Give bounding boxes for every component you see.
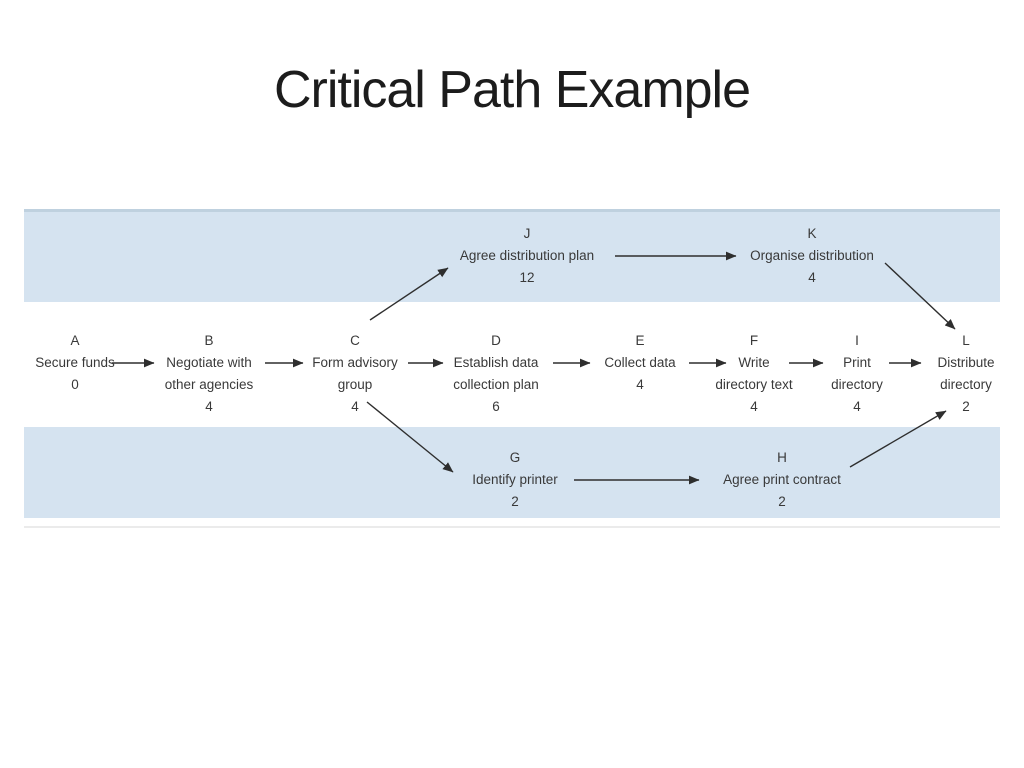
node-K-duration: 4 [808,270,816,285]
node-L-letter: L [962,333,970,348]
node-J: J Agree distribution plan 12 [460,223,594,289]
node-J-duration: 12 [519,270,535,285]
node-D-duration: 6 [492,399,500,414]
edge-C-to-J [369,267,449,321]
node-F: F Write directory text 4 [715,330,792,418]
diagram-bottom-edge [24,526,1000,528]
node-D: D Establish data collection plan 6 [453,330,539,418]
node-F-duration: 4 [750,399,758,414]
node-E-letter: E [635,333,645,348]
node-A-letter: A [70,333,80,348]
node-H-label-line-1: Agree print contract [723,472,841,487]
node-B-label-line-1: Negotiate with [166,355,252,370]
node-H-letter: H [777,450,787,465]
node-I-duration: 4 [853,399,861,414]
node-L-label-line-1: Distribute [937,355,995,370]
node-C: C Form advisory group 4 [312,330,398,418]
node-B-label-line-2: other agencies [164,377,254,392]
node-J-letter: J [523,226,531,241]
edge-C-to-G [366,401,454,473]
node-H-duration: 2 [778,494,786,509]
node-B: B Negotiate with other agencies 4 [165,330,254,418]
node-C-label-line-1: Form advisory [312,355,398,370]
node-J-label-line-1: Agree distribution plan [459,248,595,263]
diagram-top-edge [24,209,1000,212]
node-F-label-line-1: Write [738,355,770,370]
arrow-layer [112,251,956,485]
edge-H-to-L [849,410,947,468]
node-E-label-line-1: Collect data [604,355,676,370]
node-F-letter: F [749,333,759,348]
node-L: L Distribute directory 2 [937,330,994,418]
node-G-label-line-1: Identify printer [472,472,558,487]
node-C-letter: C [350,333,360,348]
node-A: A Secure funds 0 [35,330,115,396]
node-K-letter: K [807,226,817,241]
node-D-letter: D [491,333,501,348]
critical-path-diagram: A Secure funds 0 B Negotiate with other agenc… [24,209,1000,531]
node-C-label-line-2: group [337,377,373,392]
node-I-label-line-2: directory [831,377,883,392]
node-I: I Print directory 4 [831,330,883,418]
node-G: G Identify printer 2 [472,447,558,513]
node-G-letter: G [509,450,521,465]
bottom-activity-band [24,427,1000,518]
node-H: H Agree print contract 2 [723,447,841,513]
node-L-duration: 2 [962,399,970,414]
node-E: E Collect data 4 [604,330,675,396]
node-F-label-line-2: directory text [715,377,793,392]
node-A-label-line-1: Secure funds [35,355,115,370]
node-K: K Organise distribution 4 [750,223,874,289]
node-B-duration: 4 [205,399,213,414]
node-I-letter: I [855,333,859,348]
node-C-duration: 4 [351,399,359,414]
edge-K-to-L [884,262,956,330]
node-A-duration: 0 [71,377,79,392]
node-D-label-line-1: Establish data [453,355,539,370]
slide-title: Critical Path Example [273,61,751,119]
node-L-label-line-2: directory [940,377,992,392]
node-I-label-line-1: Print [843,355,871,370]
top-activity-band [24,212,1000,302]
node-D-label-line-2: collection plan [453,377,539,392]
node-K-label-line-1: Organise distribution [750,248,874,263]
node-B-letter: B [204,333,214,348]
node-G-duration: 2 [511,494,519,509]
node-E-duration: 4 [636,377,644,392]
